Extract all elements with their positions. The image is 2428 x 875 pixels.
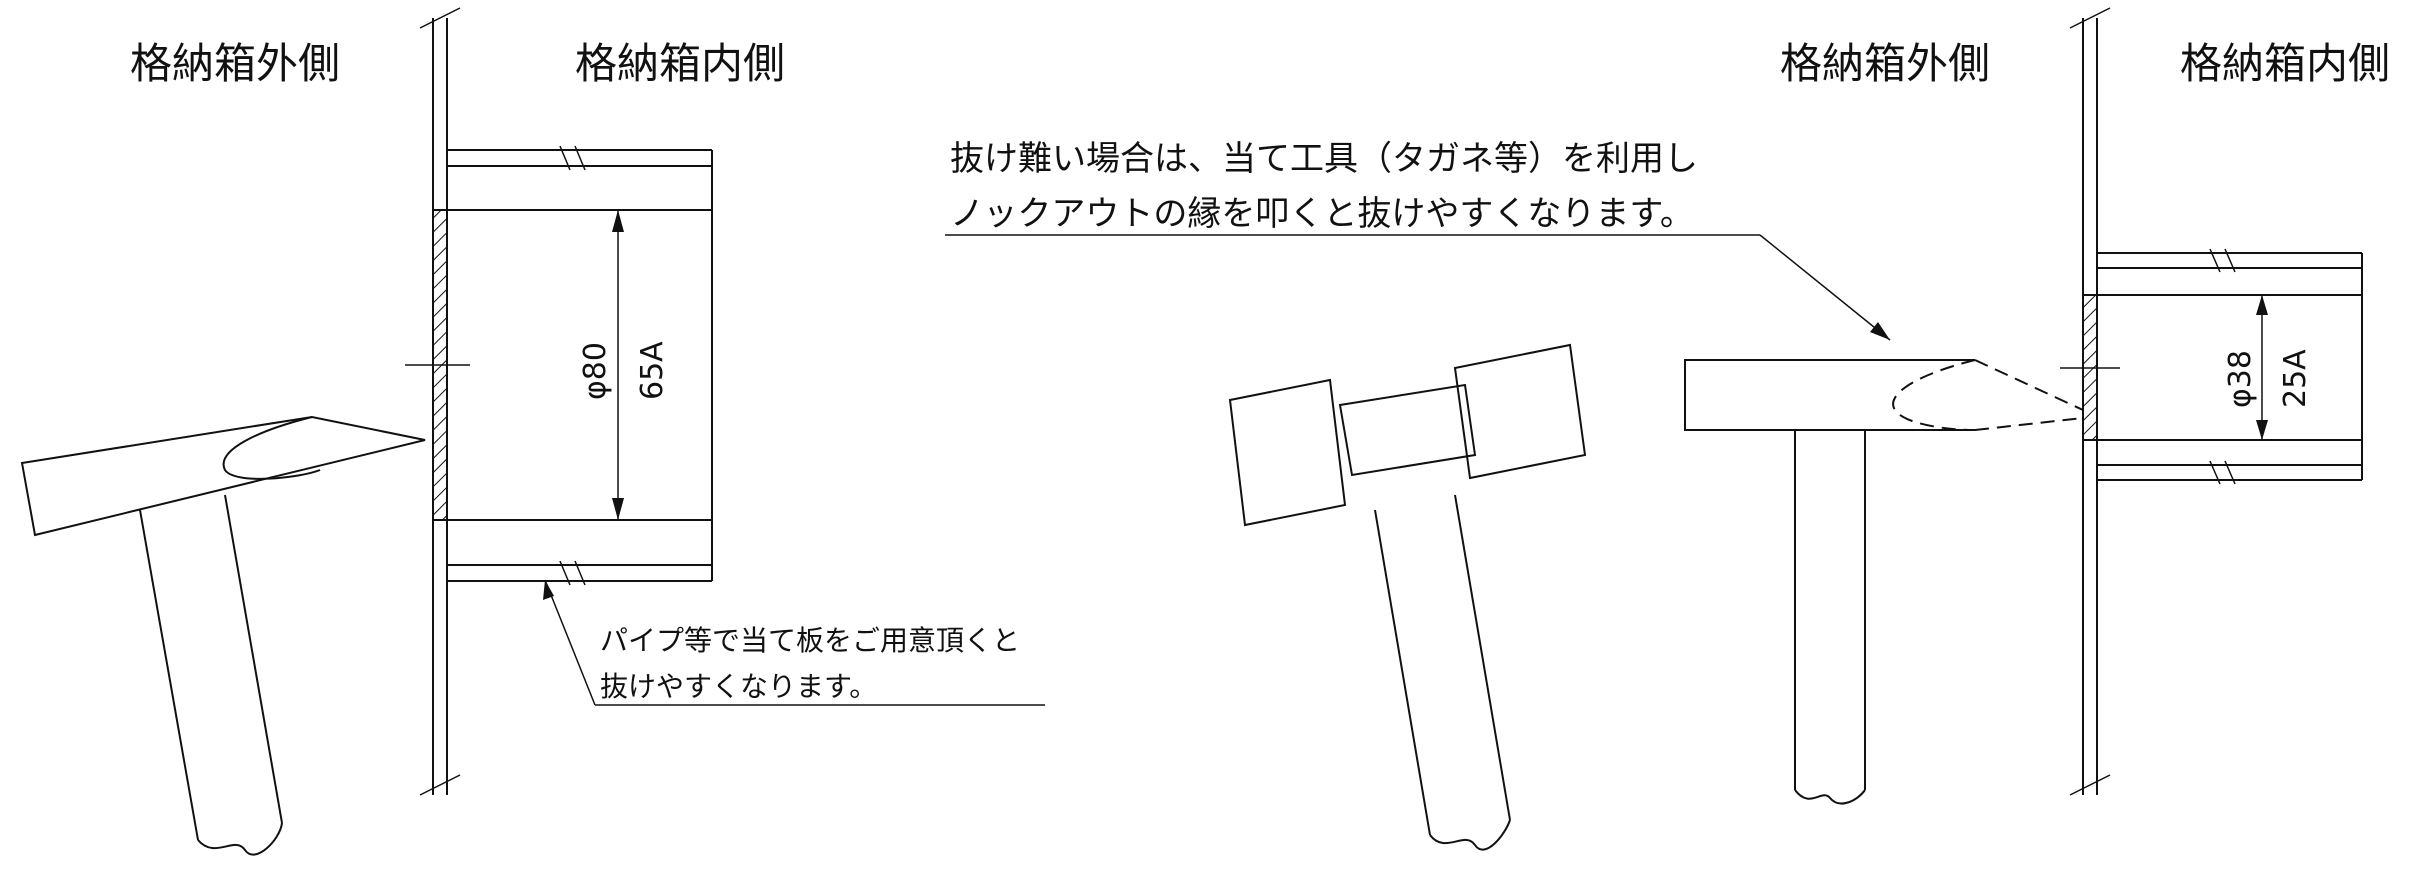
right-dimension: φ38 25A bbox=[2223, 295, 2313, 440]
right-note: 抜け難い場合は、当て工具（タガネ等）を利用し ノックアウトの縁を叩くと抜けやすく… bbox=[945, 139, 1891, 341]
right-chisel bbox=[1684, 359, 2084, 805]
right-dim-nominal: 25A bbox=[2278, 349, 2313, 408]
left-dimension: φ80 65A bbox=[578, 210, 670, 520]
left-hammer bbox=[20, 415, 426, 856]
left-dim-nominal: 65A bbox=[635, 341, 670, 400]
right-figure: 格納箱外側 格納箱内側 bbox=[945, 7, 2390, 805]
left-note: パイプ等で当て板をご用意頂くと 抜けやすくなります。 bbox=[543, 579, 1045, 706]
right-outside-label: 格納箱外側 bbox=[1780, 39, 1990, 88]
left-dim-diameter: φ80 bbox=[578, 342, 613, 400]
middle-hammer bbox=[1228, 343, 1587, 851]
right-inside-label: 格納箱内側 bbox=[2180, 39, 2390, 88]
left-figure: 格納箱外側 格納箱内側 bbox=[20, 7, 1045, 856]
right-note-line1: 抜け難い場合は、当て工具（タガネ等）を利用し bbox=[950, 139, 1698, 179]
left-note-line2: 抜けやすくなります。 bbox=[600, 670, 877, 703]
left-note-line1: パイプ等で当て板をご用意頂くと bbox=[600, 624, 1020, 657]
right-pipe bbox=[2097, 248, 2363, 485]
left-inside-label: 格納箱内側 bbox=[575, 39, 785, 88]
right-note-line2: ノックアウトの縁を叩くと抜けやすくなります。 bbox=[950, 194, 1694, 234]
left-outside-label: 格納箱外側 bbox=[130, 39, 340, 88]
left-pipe bbox=[447, 145, 713, 586]
right-dim-diameter: φ38 bbox=[2223, 350, 2258, 408]
